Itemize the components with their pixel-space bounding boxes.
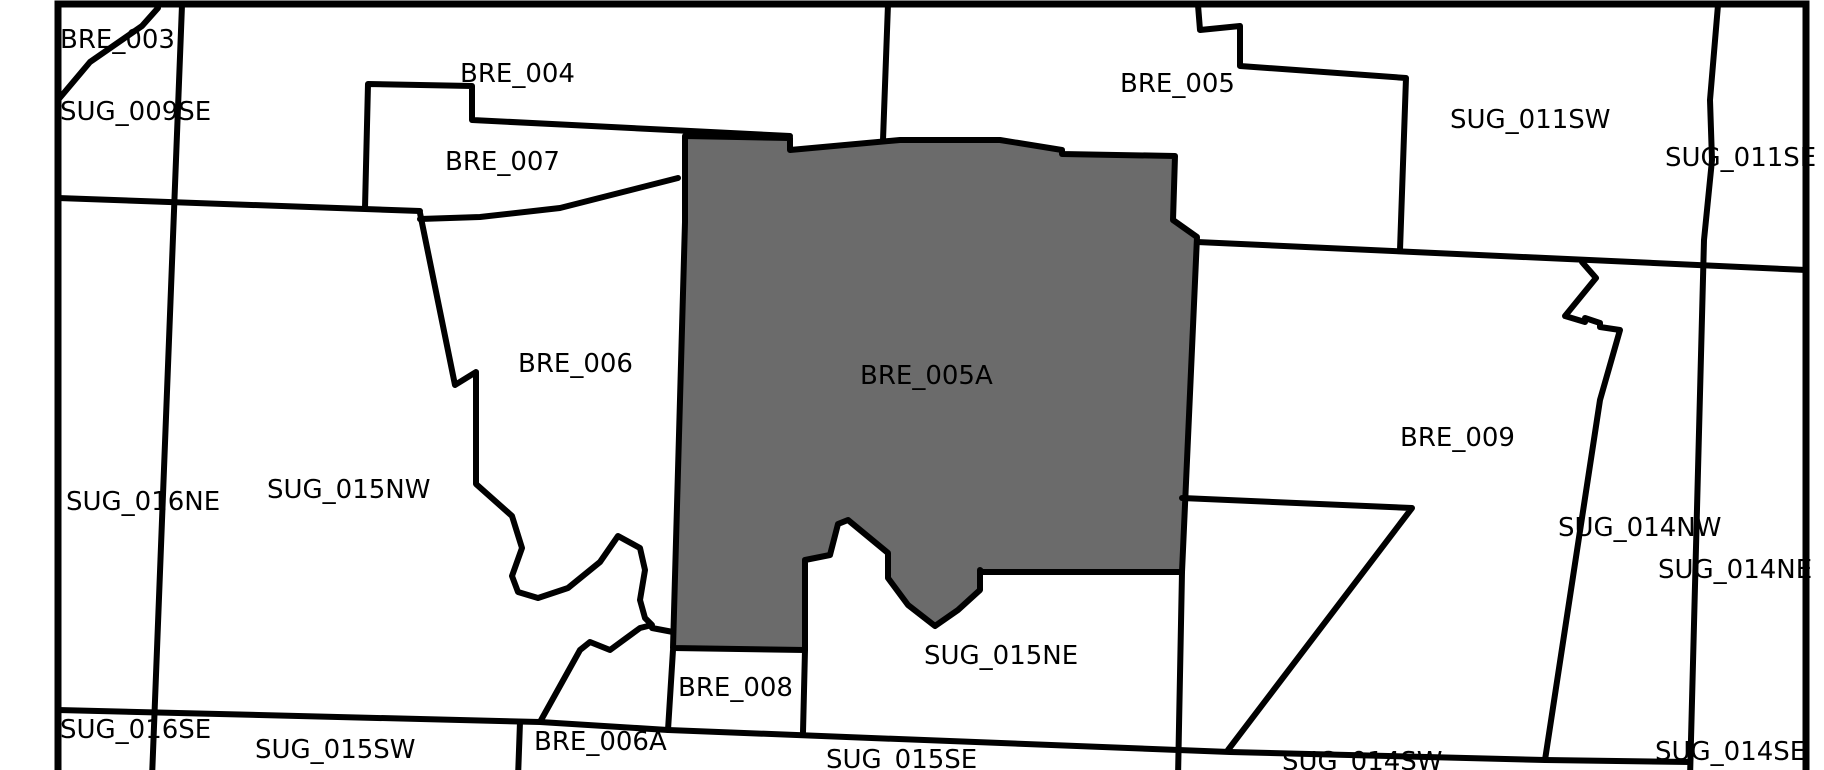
- boundary-bre-005-east: [1195, 2, 1409, 253]
- boundary-bre-006-south-stub: [649, 625, 676, 635]
- label-bre-008: BRE_008: [678, 673, 793, 703]
- label-bre-007: BRE_007: [445, 147, 560, 177]
- boundary-bre-005-west: [880, 1, 891, 143]
- label-sug-015nw: SUG_015NW: [267, 475, 430, 505]
- boundary-bre-006-west: [417, 210, 655, 725]
- boundary-bre-006a: [515, 719, 523, 770]
- zone-bre-005a-fill[interactable]: [670, 133, 1200, 653]
- boundary-bre-009-north: [1194, 239, 1809, 273]
- boundary-sug-015ne-west: [800, 647, 808, 735]
- label-sug-015se: SUG_015SE: [826, 745, 977, 770]
- boundary-main-horizontal: [55, 195, 423, 214]
- map-frame: [54, 0, 1810, 770]
- label-sug-014ne: SUG_014NE: [1658, 555, 1812, 585]
- label-sug-009se: SUG_009SE: [60, 97, 211, 127]
- boundary-bre-007-south: [417, 175, 681, 222]
- label-bre-004: BRE_004: [460, 59, 575, 89]
- label-sug-015ne: SUG_015NE: [924, 641, 1078, 671]
- label-bre-005: BRE_005: [1120, 69, 1235, 99]
- label-sug-014se: SUG_014SE: [1655, 737, 1806, 767]
- label-bre-006a: BRE_006A: [534, 727, 667, 757]
- boundary-east-vertical: [1687, 2, 1721, 770]
- boundary-sug-014nw: [1542, 259, 1623, 763]
- boundary-sug-015ne-east: [1175, 569, 1185, 770]
- label-sug-016se: SUG_016SE: [60, 715, 211, 745]
- boundary-west-vertical: [149, 2, 185, 770]
- boundary-bre-009-triangle: [1179, 495, 1415, 753]
- label-bre-005a: BRE_005A: [860, 361, 993, 391]
- label-sug-014sw: SUG_014SW: [1282, 747, 1443, 770]
- label-sug-011se: SUG_011SE: [1665, 143, 1816, 173]
- label-sug-016ne: SUG_016NE: [66, 487, 220, 517]
- boundary-south-horizontal: [55, 707, 1693, 765]
- label-bre-009: BRE_009: [1400, 423, 1515, 453]
- boundary-bre-008: [665, 647, 676, 733]
- boundary-bre-003: [55, 5, 161, 103]
- label-sug-015sw: SUG_015SW: [255, 735, 416, 765]
- label-bre-006: BRE_006: [518, 349, 633, 379]
- label-sug-011sw: SUG_011SW: [1450, 105, 1611, 135]
- label-sug-014nw: SUG_014NW: [1558, 513, 1721, 543]
- boundary-bre-007-north: [362, 81, 793, 211]
- label-bre-003: BRE_003: [60, 25, 175, 55]
